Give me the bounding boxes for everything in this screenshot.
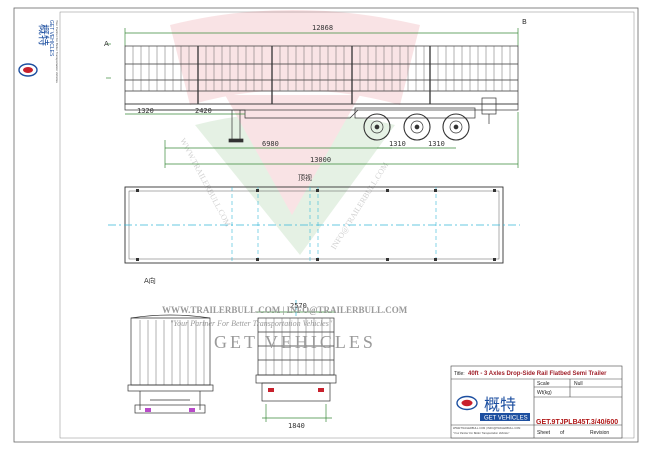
left-logo-brand: GET VEHICLES	[48, 20, 54, 57]
suspension-frame	[354, 107, 476, 119]
left-logo-tagline: Your Partner For Better Transportation V…	[55, 20, 59, 83]
weight-label: Wt(kg)	[537, 390, 552, 396]
dim-axle-spacing-1: 1310	[389, 140, 406, 148]
watermark-brand: GET VEHICLES	[214, 332, 376, 352]
side-view	[106, 28, 519, 168]
sheet-inner-border	[59, 11, 635, 439]
side-floor	[124, 103, 519, 111]
rear-view	[255, 300, 337, 422]
side-cage-bars	[132, 46, 511, 91]
dim-overall-length: 12868	[312, 24, 333, 32]
revision-label: Revision	[590, 430, 609, 436]
side-main-beam	[148, 109, 359, 119]
title-logo-brand: GET VEHICLES	[484, 416, 528, 422]
title-block-logo: 概特 GET VEHICLES	[456, 395, 530, 422]
top-view-label: 顶视	[298, 173, 312, 182]
sheet-label: Sheet	[537, 430, 551, 436]
dim-width: 2570	[290, 302, 307, 310]
top-axle-lines	[231, 187, 437, 263]
scale-value: Null	[574, 381, 583, 387]
title-label: Title:	[454, 371, 465, 377]
logo-watermark	[170, 10, 420, 255]
top-view	[108, 186, 520, 264]
title-contact: WWW.TRAILERBULL.COM | INFO@TRAILERBULL.C…	[453, 426, 520, 430]
side-label-left: A	[104, 40, 109, 48]
dim-front-overhang: 1320	[137, 107, 154, 115]
title-motto: "Your Partner For Better Transportation …	[453, 431, 510, 435]
watermark-motto: "Your Partner For Better Transportation …	[170, 319, 333, 328]
left-brand-logo: 概特 GET VEHICLES Your Partner For Better …	[18, 20, 59, 83]
watermark-contact: WWW.TRAILERBULL.COM | INFO@TRAILERBULL.C…	[162, 305, 408, 315]
scale-label: Scale	[537, 381, 550, 387]
corner-mark: B	[522, 18, 527, 26]
brand-emblem-core-icon	[23, 67, 33, 73]
side-cage-posts	[197, 46, 431, 104]
dim-track: 1840	[288, 422, 305, 430]
side-wheels	[363, 113, 470, 141]
front-view	[127, 314, 214, 414]
section-label: A向	[144, 276, 156, 285]
of-label: of	[560, 430, 565, 436]
title-logo-chinese: 概特	[484, 395, 516, 414]
dim-axle-spacing-2: 1310	[428, 140, 445, 148]
left-logo-chinese: 概特	[37, 24, 51, 46]
drawing-title: 40ft - 3 Axles Drop-Side Rail Flatbed Se…	[468, 371, 607, 377]
title-emblem-core-icon	[461, 399, 473, 407]
dim-wheelbase: 6980	[262, 140, 279, 148]
sheet-outer-border	[13, 7, 639, 443]
stake-pockets	[136, 189, 496, 261]
dim-total: 13000	[310, 156, 331, 164]
drawing-number: GET.9TJPLB45T.3/40/600	[536, 419, 618, 426]
dim-kingpin: 2420	[195, 107, 212, 115]
title-block	[450, 365, 623, 439]
